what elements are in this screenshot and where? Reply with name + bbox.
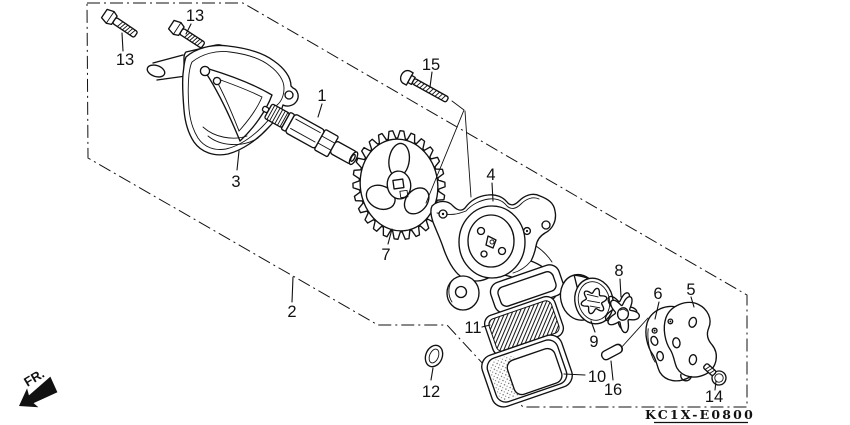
part-16-dowel-pin (600, 343, 624, 361)
callout-5: 5 (686, 281, 695, 299)
screw-15 (398, 68, 450, 106)
part-12-o-ring (422, 343, 445, 370)
part-7-sprocket (346, 125, 452, 246)
callout-16: 16 (604, 381, 622, 399)
part-4-pump-body (431, 194, 566, 315)
fr-direction-arrow: FR. (19, 366, 58, 408)
part-1-pump-shaft (257, 98, 361, 170)
callout-15: 15 (422, 56, 440, 74)
pin-16-projection-line (620, 318, 648, 349)
callout-4: 4 (486, 166, 495, 184)
callout-11: 11 (464, 319, 481, 337)
callout-14: 14 (705, 388, 723, 406)
callout-13-a: 13 (116, 51, 134, 69)
callout-6: 6 (653, 285, 662, 303)
screw-15-projection-lines (426, 101, 471, 203)
callout-13-b: 13 (186, 7, 204, 25)
callout-10: 10 (588, 368, 606, 386)
fr-arrow-icon (19, 376, 58, 408)
callout-9: 9 (589, 333, 598, 351)
part-5-pump-cover-plate (661, 299, 719, 382)
bolt-13-a (100, 8, 139, 41)
part-10-strainer-frame (478, 332, 575, 410)
callout-2: 2 (287, 303, 296, 321)
callout-1: 1 (317, 87, 326, 105)
callout-8: 8 (614, 262, 623, 280)
callout-7: 7 (381, 246, 390, 264)
part-9-outer-rotor (556, 267, 618, 331)
part-8-inner-rotor (604, 290, 642, 334)
part-3-pump-cover (146, 45, 298, 155)
crankcase-phantom-outline (87, 3, 747, 407)
callout-12: 12 (422, 383, 440, 401)
callout-leaders (122, 24, 716, 390)
diagram-code: KC1X-E0800 (645, 407, 755, 422)
callout-3: 3 (231, 173, 240, 191)
